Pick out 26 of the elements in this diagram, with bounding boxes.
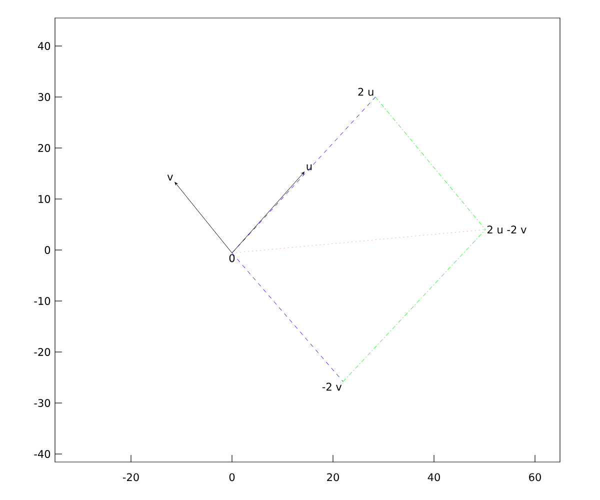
tick-label: -10 [34, 297, 50, 305]
point-label: 2 u [358, 88, 374, 96]
tick-label: 0 [229, 473, 235, 482]
point-label: v [167, 174, 173, 180]
tick-label: 10 [38, 195, 50, 203]
tick-label: -30 [34, 399, 50, 407]
tick-label: -20 [122, 473, 139, 482]
tick-label: 20 [327, 473, 339, 482]
tick-label: -40 [34, 450, 50, 458]
tick-label: 40 [38, 42, 50, 50]
connecting-line [375, 96, 486, 230]
point-label: 0 [229, 254, 235, 262]
connecting-line [232, 229, 486, 254]
point-label: u [306, 164, 312, 170]
tick-label: -20 [34, 348, 50, 356]
point-label: 2 u -2 v [487, 226, 526, 234]
vector-arrow [174, 182, 232, 254]
point-label: -2 v [322, 382, 342, 391]
tick-label: 60 [529, 473, 541, 482]
tick-label: 0 [44, 246, 50, 254]
tick-label: 30 [38, 93, 50, 101]
tick-label: 20 [38, 144, 50, 152]
connecting-line [232, 252, 344, 382]
tick-label: 40 [428, 473, 440, 482]
connecting-line [342, 229, 486, 382]
vector-arrow [232, 172, 304, 254]
